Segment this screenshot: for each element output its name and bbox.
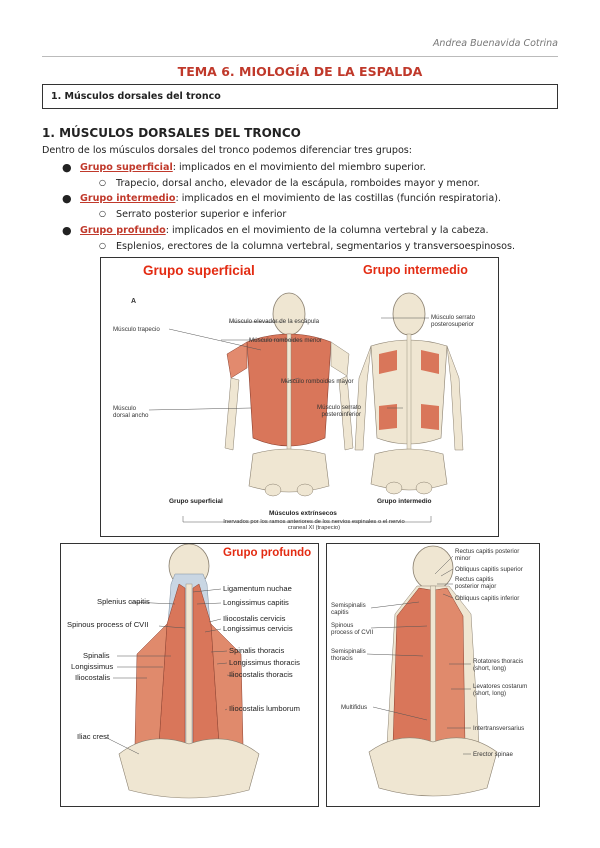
figure-superficial-intermediate: Grupo superficial Grupo intermedio A Mús… <box>100 257 499 537</box>
figure-title-superficial: Grupo superficial <box>143 263 255 278</box>
caption-intermedio: Grupo intermedio <box>377 498 432 505</box>
figure-title-deep: Grupo profundo <box>223 547 312 559</box>
label-ligamentum-nuchae: Ligamentum nuchae <box>223 584 292 593</box>
label-iliocostalis-lumborum: Iliocostalis lumborum <box>229 704 300 713</box>
label-multifidus: Multifidus <box>341 704 368 711</box>
label-levatores-costarum: Levatores costarum (short, long) <box>473 683 528 697</box>
label-iliac-crest: Iliac crest <box>77 732 110 741</box>
circle-bullet-icon: ○ <box>99 241 106 250</box>
group-examples: Serrato posterior superior e inferior <box>116 209 287 220</box>
caption-superficial: Grupo superficial <box>169 498 223 505</box>
panel-letter: A <box>131 298 137 305</box>
group-description: : implicados en el movimiento de la colu… <box>165 225 489 236</box>
label-obliquus-capitis-superior: Obliquus capitis superior <box>455 566 523 573</box>
label-rectus-capitis-major: Rectus capitis posterior major <box>455 576 497 590</box>
label-rotatores-thoracis: Rotatores thoracis (short, long) <box>473 658 524 672</box>
label-rectus-capitis-minor: Rectus capitis posterior minor <box>455 548 520 562</box>
sub-list-item: ○ Trapecio, dorsal ancho, elevador de la… <box>99 178 480 189</box>
author-name: Andrea Buenavida Cotrina <box>432 38 558 49</box>
label-spinalis-thoracis: Spinalis thoracis <box>229 646 285 655</box>
list-item: ● Grupo superficial: implicados en el mo… <box>62 161 426 174</box>
bullet-icon: ● <box>62 224 72 237</box>
bullet-icon: ● <box>62 161 72 174</box>
label-obliquus-capitis-inferior: Obliquus capitis inferior <box>455 595 520 602</box>
figure-title-intermediate: Grupo intermedio <box>363 263 468 277</box>
label-dorsal-ancho: Músculo dorsal ancho <box>113 405 149 419</box>
label-iliocostalis-cervicis: Iliocostalis cervicis <box>223 614 286 623</box>
label-semispinalis-thoracis: Semispinalis thoracis <box>331 648 366 662</box>
label-semispinalis-capitis: Semispinalis capitis <box>331 602 366 616</box>
group-description: : implicados en el movimiento de las cos… <box>175 193 502 204</box>
list-item: ● Grupo intermedio: implicados en el mov… <box>62 192 502 205</box>
label-serrato-posterosuperior: Músculo serrato posterosuperior <box>431 314 476 328</box>
label-longissimus-capitis: Longissimus capitis <box>223 598 289 607</box>
label-iliocostalis-thoracis: Iliocostalis thoracis <box>229 670 293 679</box>
figure-deep-detail: Rectus capitis posterior minor Obliquus … <box>326 543 540 807</box>
label-serrato-posteroinferior: Músculo serrato posteroinferior <box>316 404 361 418</box>
group-term: Grupo profundo <box>80 225 166 236</box>
sub-list-item: ○ Serrato posterior superior e inferior <box>99 209 287 220</box>
label-intertransversarius: Intertransversarius <box>473 725 525 732</box>
caption-extrinsecos: Músculos extrínsecos <box>269 510 337 517</box>
circle-bullet-icon: ○ <box>99 209 106 218</box>
label-spinous-process-cvii: Spinous process of CVII <box>67 620 149 629</box>
label-iliocostalis: Iliocostalis <box>75 673 111 682</box>
document-title: TEMA 6. MIOLOGÍA DE LA ESPALDA <box>177 64 423 79</box>
anatomy-illustration <box>104 544 260 799</box>
toc-item[interactable]: 1. Músculos dorsales del tronco <box>51 91 221 102</box>
label-spinous-process-cvii: Spinous process of CVII <box>331 622 374 636</box>
label-longissimus-thoracis: Longissimus thoracis <box>229 658 300 667</box>
circle-bullet-icon: ○ <box>99 178 106 187</box>
label-spinalis: Spinalis <box>83 651 110 660</box>
label-elevador-escapula: Músculo elevador de la escápula <box>229 318 320 325</box>
group-description: : implicados en el movimiento del miembr… <box>172 162 426 173</box>
label-longissimus-cervicis: Longissimus cervicis <box>223 624 293 633</box>
anatomy-illustration <box>148 292 464 523</box>
figure-deep-group: Grupo profundo Splenius capitis Spinous … <box>60 543 319 807</box>
group-term: Grupo intermedio <box>80 193 176 204</box>
group-examples: Trapecio, dorsal ancho, elevador de la e… <box>116 178 480 189</box>
table-of-contents: 1. Músculos dorsales del tronco <box>42 84 558 109</box>
label-trapecio: Músculo trapecio <box>113 326 160 333</box>
group-term: Grupo superficial <box>80 162 173 173</box>
anatomy-illustration <box>366 545 498 797</box>
intro-paragraph: Dentro de los músculos dorsales del tron… <box>42 145 413 156</box>
label-longissimus: Longissimus <box>71 662 114 671</box>
header-divider <box>42 56 558 57</box>
group-examples: Esplenios, erectores de la columna verte… <box>116 241 516 252</box>
section-heading: 1. MÚSCULOS DORSALES DEL TRONCO <box>42 126 301 140</box>
sub-list-item: ○ Esplenios, erectores de la columna ver… <box>99 241 516 252</box>
caption-innervation: Inervados por los ramos anteriores de lo… <box>223 519 405 531</box>
label-romboides-menor: Músculo romboides menor <box>249 337 322 344</box>
bullet-icon: ● <box>62 192 72 205</box>
label-erector-spinae: Erector spinae <box>473 751 513 758</box>
label-romboides-mayor: Músculo romboides mayor <box>281 378 354 385</box>
label-splenius-capitis: Splenius capitis <box>97 597 150 606</box>
list-item: ● Grupo profundo: implicados en el movim… <box>62 224 489 237</box>
